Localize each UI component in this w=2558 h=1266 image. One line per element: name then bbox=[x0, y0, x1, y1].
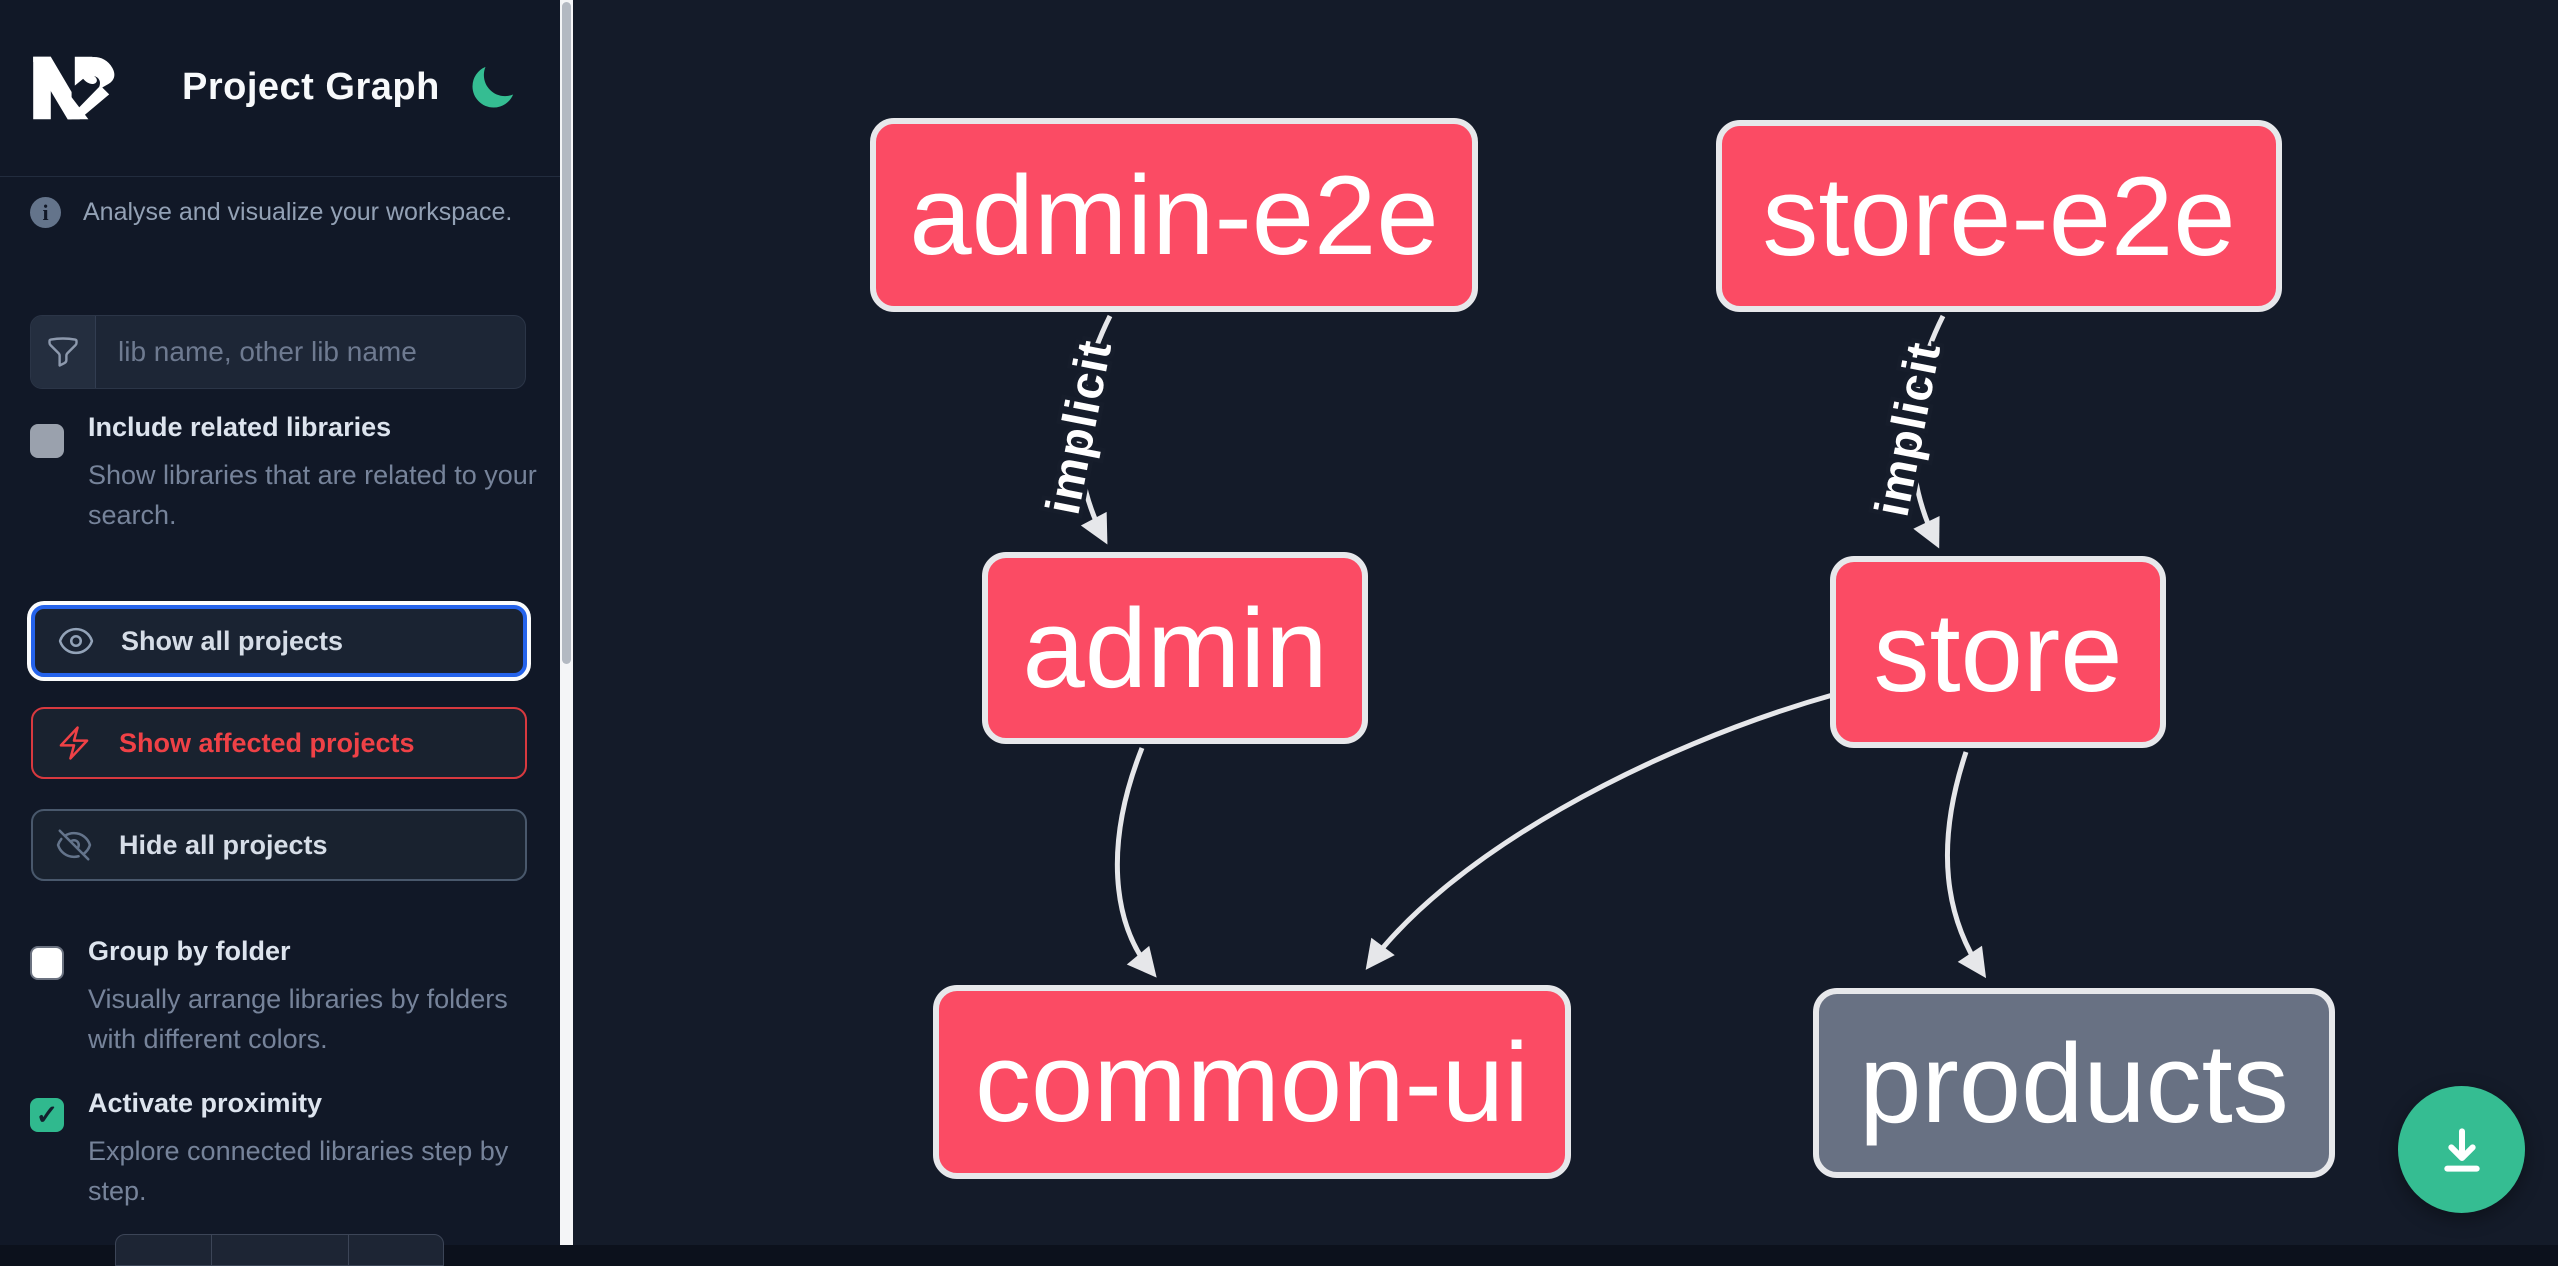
segment-button[interactable] bbox=[116, 1235, 211, 1265]
download-graph-button[interactable] bbox=[2398, 1086, 2525, 1213]
graph-node-store-e2e[interactable]: store-e2e bbox=[1716, 120, 2282, 312]
graph-node-admin-e2e[interactable]: admin-e2e bbox=[870, 118, 1478, 312]
segment-button[interactable] bbox=[211, 1235, 348, 1265]
show-affected-projects-button[interactable]: Show affected projects bbox=[31, 707, 527, 779]
info-icon: i bbox=[30, 197, 61, 228]
check-icon: ✓ bbox=[35, 1099, 59, 1130]
group-by-folder-checkbox[interactable] bbox=[30, 946, 64, 980]
sidebar-header: Project Graph bbox=[0, 0, 560, 177]
show-affected-projects-label: Show affected projects bbox=[119, 727, 415, 758]
graph-node-common-ui[interactable]: common-ui bbox=[933, 985, 1571, 1179]
hide-all-projects-label: Hide all projects bbox=[119, 829, 328, 860]
include-related-label[interactable]: Include related libraries bbox=[88, 412, 392, 442]
sidebar: Project Graph i Analyse and visualize yo… bbox=[0, 0, 560, 1266]
graph-node-products[interactable]: products bbox=[1813, 988, 2335, 1178]
graph-node-store[interactable]: store bbox=[1830, 556, 2166, 748]
hide-all-projects-button[interactable]: Hide all projects bbox=[31, 809, 527, 881]
proximity-depth-segmented-control bbox=[115, 1234, 444, 1266]
include-related-description: Show libraries that are related to your … bbox=[88, 460, 537, 530]
show-all-projects-label: Show all projects bbox=[121, 625, 344, 656]
sidebar-scrollbar-thumb[interactable] bbox=[562, 2, 571, 664]
activate-proximity-description: Explore connected libraries step by step… bbox=[88, 1136, 509, 1206]
page-title: Project Graph bbox=[182, 66, 440, 108]
segment-button[interactable] bbox=[348, 1235, 443, 1265]
group-by-folder-description: Visually arrange libraries by folders wi… bbox=[88, 984, 508, 1054]
workspace-info: i Analyse and visualize your workspace. bbox=[30, 197, 512, 228]
nx-logo-icon bbox=[33, 56, 115, 120]
activate-proximity-label[interactable]: Activate proximity bbox=[88, 1088, 323, 1118]
filter-funnel-icon bbox=[31, 316, 96, 388]
activate-proximity-checkbox[interactable]: ✓ bbox=[30, 1098, 64, 1132]
include-related-checkbox[interactable] bbox=[30, 424, 64, 458]
show-all-projects-button[interactable]: Show all projects bbox=[31, 605, 527, 677]
eye-icon bbox=[58, 627, 94, 655]
theme-toggle-moon-icon[interactable] bbox=[466, 62, 518, 114]
download-icon bbox=[2443, 1127, 2480, 1172]
group-by-folder-label[interactable]: Group by folder bbox=[88, 936, 291, 966]
eye-slash-icon bbox=[56, 829, 92, 861]
sidebar-scrollbar-track[interactable] bbox=[560, 0, 573, 1245]
info-text: Analyse and visualize your workspace. bbox=[83, 198, 513, 226]
graph-node-admin[interactable]: admin bbox=[982, 552, 1368, 744]
search-input[interactable] bbox=[96, 316, 525, 388]
search-box bbox=[30, 315, 526, 389]
bolt-icon bbox=[59, 726, 89, 760]
